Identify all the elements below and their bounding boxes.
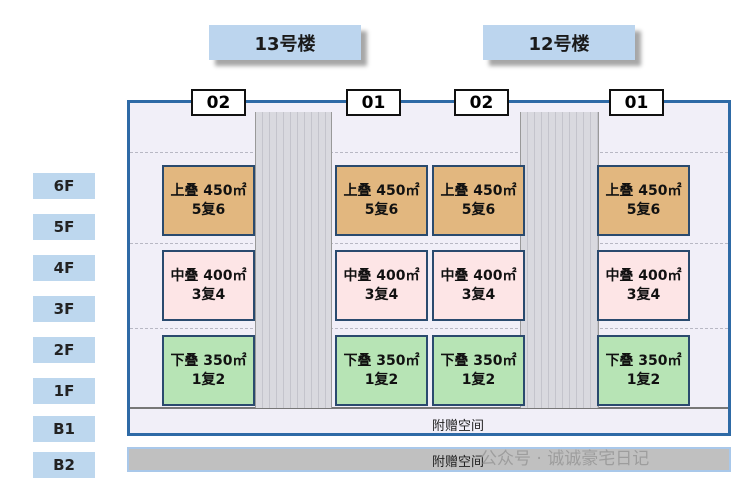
unit-stack-mid: 中叠 400㎡ 3复4 [432, 250, 525, 321]
ground-line [130, 407, 728, 409]
b2-bar [127, 447, 731, 472]
stair-core [255, 112, 332, 408]
b1-bonus-space: 附赠空间 [432, 419, 485, 434]
stack-name: 上叠 450㎡ [440, 182, 517, 199]
stack-type: 1复2 [191, 371, 226, 388]
unit-stack-mid: 中叠 400㎡ 3复4 [335, 250, 428, 321]
stack-type: 3复4 [364, 286, 399, 303]
unit-stack-bot: 下叠 350㎡ 1复2 [335, 335, 428, 406]
floor-5f: 5F [33, 214, 95, 240]
floor-line [130, 243, 728, 244]
watermark: 公众号 · 诚诚豪宅日记 [480, 449, 650, 469]
stack-type: 3复4 [461, 286, 496, 303]
unit-stack-top: 上叠 450㎡ 5复6 [597, 165, 690, 236]
stack-name: 中叠 400㎡ [170, 267, 247, 284]
unit-stack-top: 上叠 450㎡ 5复6 [162, 165, 255, 236]
unit-stack-bot: 下叠 350㎡ 1复2 [162, 335, 255, 406]
unit-label: 02 [191, 89, 246, 116]
stack-name: 上叠 450㎡ [343, 182, 420, 199]
floor-4f: 4F [33, 255, 95, 281]
floor-line [130, 152, 728, 153]
unit-stack-top: 上叠 450㎡ 5复6 [432, 165, 525, 236]
floor-3f: 3F [33, 296, 95, 322]
stack-type: 3复4 [191, 286, 226, 303]
stack-type: 5复6 [191, 201, 226, 218]
unit-stack-mid: 中叠 400㎡ 3复4 [597, 250, 690, 321]
unit-stack-bot: 下叠 350㎡ 1复2 [432, 335, 525, 406]
stack-name: 中叠 400㎡ [605, 267, 682, 284]
stack-name: 中叠 400㎡ [440, 267, 517, 284]
stack-type: 1复2 [626, 371, 661, 388]
floor-b1: B1 [33, 416, 95, 442]
stack-name: 下叠 350㎡ [343, 352, 420, 369]
stack-name: 下叠 350㎡ [170, 352, 247, 369]
stack-name: 上叠 450㎡ [605, 182, 682, 199]
stack-type: 5复6 [461, 201, 496, 218]
stack-type: 1复2 [461, 371, 496, 388]
unit-label: 01 [346, 89, 401, 116]
unit-stack-bot: 下叠 350㎡ 1复2 [597, 335, 690, 406]
b2-bonus-space: 附赠空间 [432, 455, 485, 470]
stack-type: 1复2 [364, 371, 399, 388]
stack-type: 5复6 [364, 201, 399, 218]
floor-6f: 6F [33, 173, 95, 199]
unit-stack-top: 上叠 450㎡ 5复6 [335, 165, 428, 236]
unit-stack-mid: 中叠 400㎡ 3复4 [162, 250, 255, 321]
stack-name: 下叠 350㎡ [605, 352, 682, 369]
stair-core [520, 112, 599, 408]
building-13-label: 13号楼 [209, 25, 361, 60]
stack-name: 中叠 400㎡ [343, 267, 420, 284]
stack-name: 上叠 450㎡ [170, 182, 247, 199]
stack-name: 下叠 350㎡ [440, 352, 517, 369]
stack-type: 5复6 [626, 201, 661, 218]
floor-1f: 1F [33, 378, 95, 404]
floor-2f: 2F [33, 337, 95, 363]
stack-type: 3复4 [626, 286, 661, 303]
unit-label: 02 [454, 89, 509, 116]
unit-label: 01 [609, 89, 664, 116]
floor-line [130, 328, 728, 329]
floor-b2: B2 [33, 452, 95, 478]
building-12-label: 12号楼 [483, 25, 635, 60]
